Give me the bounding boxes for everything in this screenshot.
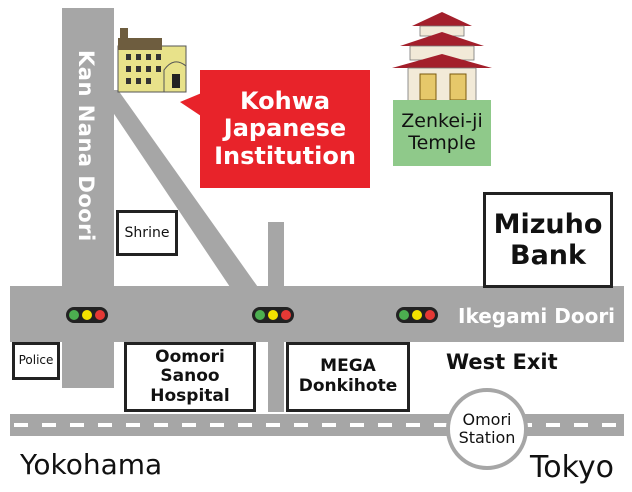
- railway-dashes: [14, 423, 620, 427]
- temple-icon: [392, 12, 492, 103]
- police-box: Police: [12, 342, 60, 380]
- traffic-light-icon: [252, 307, 294, 323]
- institute-building-icon: [117, 28, 187, 93]
- omori-station-circle: Omori Station: [446, 388, 528, 470]
- west-exit-label: West Exit: [446, 350, 558, 374]
- kohwa-japanese-institution-callout: Kohwa Japanese Institution: [200, 70, 370, 188]
- traffic-light-icon: [396, 307, 438, 323]
- tokyo-label: Tokyo: [530, 450, 614, 485]
- kan-nana-doori-label: Kan Nana Doori: [74, 50, 98, 242]
- zenkei-ji-temple-label: Zenkei-ji Temple: [393, 100, 491, 166]
- yokohama-label: Yokohama: [20, 448, 163, 481]
- ikegami-doori-label: Ikegami Doori: [458, 304, 616, 328]
- ikegami-doori-road: [10, 286, 624, 342]
- mega-donkihote-label: MEGA Donkihote: [298, 356, 398, 396]
- traffic-light-icon: [66, 307, 108, 323]
- mega-donkihote-box: MEGA Donkihote: [286, 342, 410, 412]
- oomori-sanoo-hospital-box: Oomori Sanoo Hospital: [124, 342, 256, 412]
- shrine-box: Shrine: [116, 210, 178, 256]
- mizuho-bank-box: Mizuho Bank: [483, 192, 613, 288]
